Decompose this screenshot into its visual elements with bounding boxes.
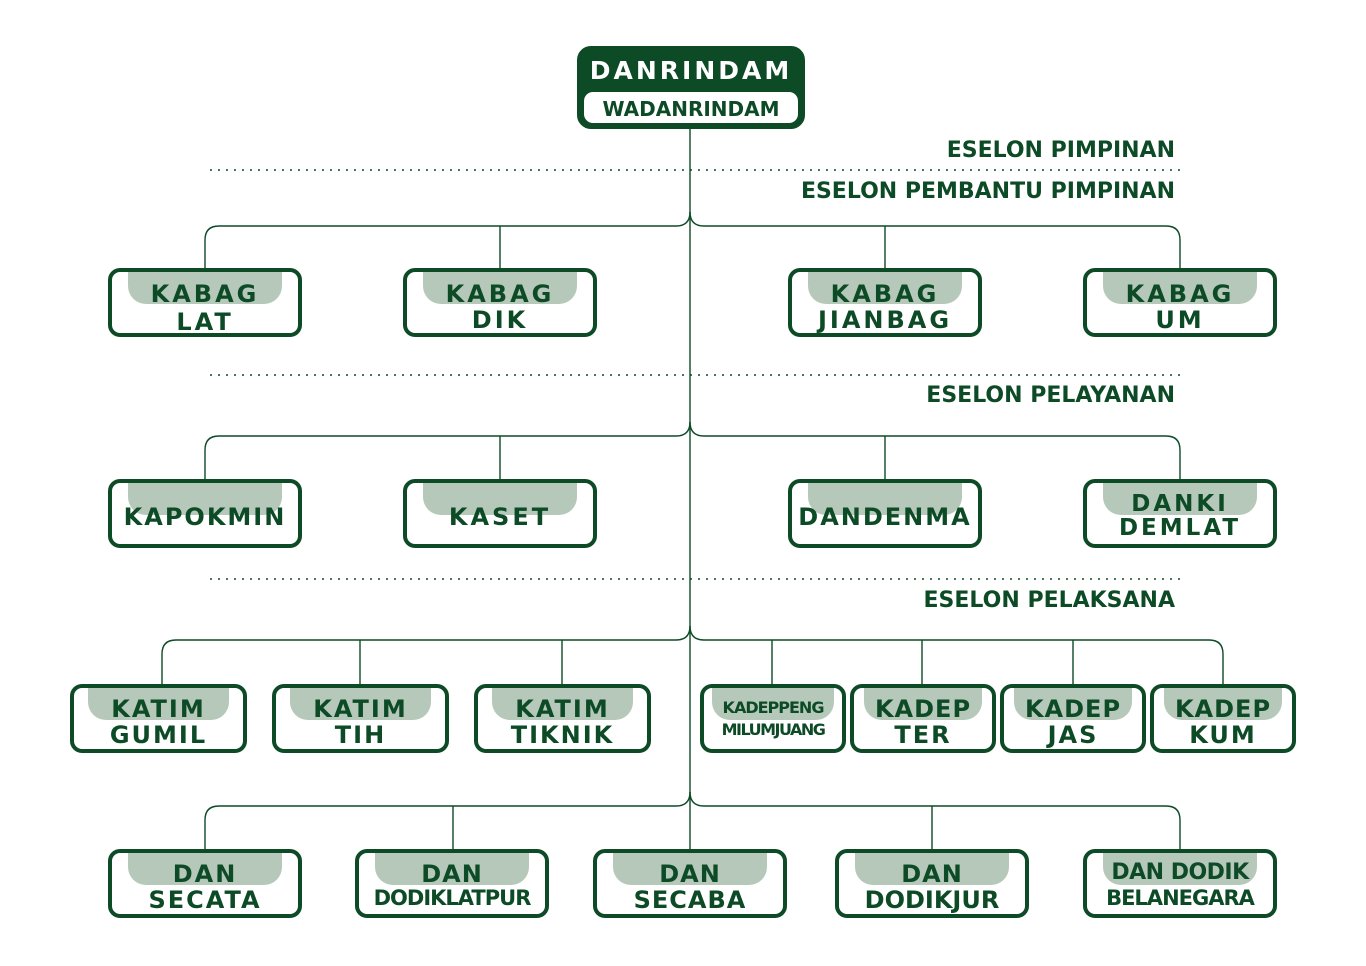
unit-kadep-jas: KADEP JAS [1000, 684, 1146, 753]
unit-dan-dodik-belanegara: DAN DODIK BELANEGARA [1083, 849, 1277, 918]
box-highlight [808, 483, 962, 515]
unit-line2: TER [894, 721, 952, 749]
box-highlight [712, 688, 834, 720]
box-highlight [1014, 688, 1132, 720]
box-highlight [1103, 483, 1257, 515]
unit-line1: KABAG [1125, 280, 1235, 308]
unit-line2: DODIKJUR [864, 886, 1000, 914]
echelon-pelaksana-label: ESELON PELAKSANA [923, 588, 1175, 613]
unit-line1: KATIM [111, 695, 206, 723]
unit-line2: DIK [471, 306, 529, 334]
unit-line2: JAS [1047, 721, 1099, 749]
box-highlight [864, 688, 982, 720]
box-highlight [290, 688, 431, 720]
unit-line2: GUMIL [109, 721, 208, 749]
box-highlight [423, 272, 577, 304]
unit-line2: TIH [334, 721, 387, 749]
box-highlight [128, 853, 282, 885]
unit-kabag-jianbag: KABAG JIANBAG [788, 268, 982, 337]
box-highlight [613, 853, 767, 885]
unit-line2: TIKNIK [510, 721, 615, 749]
unit-line2: UM [1155, 306, 1205, 334]
unit-line2: SECABA [633, 886, 747, 914]
unit-line2: JIANBAG [817, 306, 953, 334]
unit-line2: MILUMJUANG [721, 720, 826, 739]
unit-line1: KADEP [1024, 695, 1122, 723]
unit-line1: KASET [448, 503, 552, 531]
danrindam-label: DANRINDAM [589, 56, 793, 85]
unit-kabag-lat: KABAG LAT [108, 268, 302, 337]
unit-line1: KADEPPENG [722, 698, 825, 717]
unit-line1: DAN [659, 860, 721, 888]
unit-dan-secaba: DAN SECABA [593, 849, 787, 918]
echelon-pembantu-pimpinan-label: ESELON PEMBANTU PIMPINAN [800, 179, 1175, 204]
unit-line2: DEMLAT [1118, 515, 1242, 541]
box-highlight [128, 483, 282, 515]
unit-line1: KADEP [1174, 695, 1272, 723]
unit-kadeppeng-milumjuang: KADEPPENG MILUMJUANG [700, 684, 846, 753]
unit-line1: DANKI [1131, 491, 1229, 517]
unit-dandenma: DANDENMA [788, 479, 982, 548]
unit-line1: KAPOKMIN [123, 503, 287, 531]
box-highlight [423, 483, 577, 515]
unit-line1: KABAG [830, 280, 940, 308]
box-highlight [88, 688, 229, 720]
echelon-pimpinan-label: ESELON PIMPINAN [946, 138, 1175, 163]
unit-line1: DAN DODIK [1111, 860, 1249, 885]
danrindam-box: DANRINDAM WADANRINDAM [577, 46, 805, 129]
unit-line1: KABAG [445, 280, 555, 308]
unit-line2: DODIKLATPUR [373, 886, 532, 910]
wadanrindam-label: WADANRINDAM [602, 97, 780, 121]
box-highlight [855, 853, 1009, 885]
unit-line1: DAN [901, 860, 963, 888]
unit-kapokmin: KAPOKMIN [108, 479, 302, 548]
unit-kadep-kum: KADEP KUM [1150, 684, 1296, 753]
box-highlight [375, 853, 529, 885]
box-highlight [1164, 688, 1282, 720]
box-highlight [1103, 272, 1257, 304]
unit-kadep-ter: KADEP TER [850, 684, 996, 753]
unit-line1: DAN [421, 860, 483, 888]
unit-katim-tih: KATIM TIH [272, 684, 449, 753]
echelon-pelayanan-label: ESELON PELAYANAN [926, 383, 1175, 408]
unit-kabag-um: KABAG UM [1083, 268, 1277, 337]
unit-line1: KATIM [313, 695, 408, 723]
box-highlight [808, 272, 962, 304]
wadanrindam-panel: WADANRINDAM [584, 92, 798, 123]
unit-line1: DAN [172, 860, 238, 888]
unit-kabag-dik: KABAG DIK [403, 268, 597, 337]
unit-danki-demlat: DANKI DEMLAT [1083, 479, 1277, 548]
unit-line1: KATIM [515, 695, 610, 723]
unit-kaset: KASET [403, 479, 597, 548]
unit-line2: LAT [176, 308, 234, 336]
unit-line2: KUM [1189, 721, 1257, 749]
unit-katim-tiknik: KATIM TIKNIK [474, 684, 651, 753]
unit-dan-secata: DAN SECATA [108, 849, 302, 918]
unit-line1: KADEP [874, 695, 972, 723]
box-highlight [492, 688, 633, 720]
unit-line1: KABAG [150, 280, 260, 308]
unit-dan-dodikjur: DAN DODIKJUR [835, 849, 1029, 918]
box-highlight [128, 272, 282, 304]
unit-line2: SECATA [148, 886, 262, 914]
unit-katim-gumil: KATIM GUMIL [70, 684, 247, 753]
box-highlight [1103, 853, 1257, 885]
unit-dan-dodiklatpur: DAN DODIKLATPUR [355, 849, 549, 918]
unit-line1: DANDENMA [798, 503, 972, 531]
unit-line2: BELANEGARA [1106, 886, 1255, 910]
